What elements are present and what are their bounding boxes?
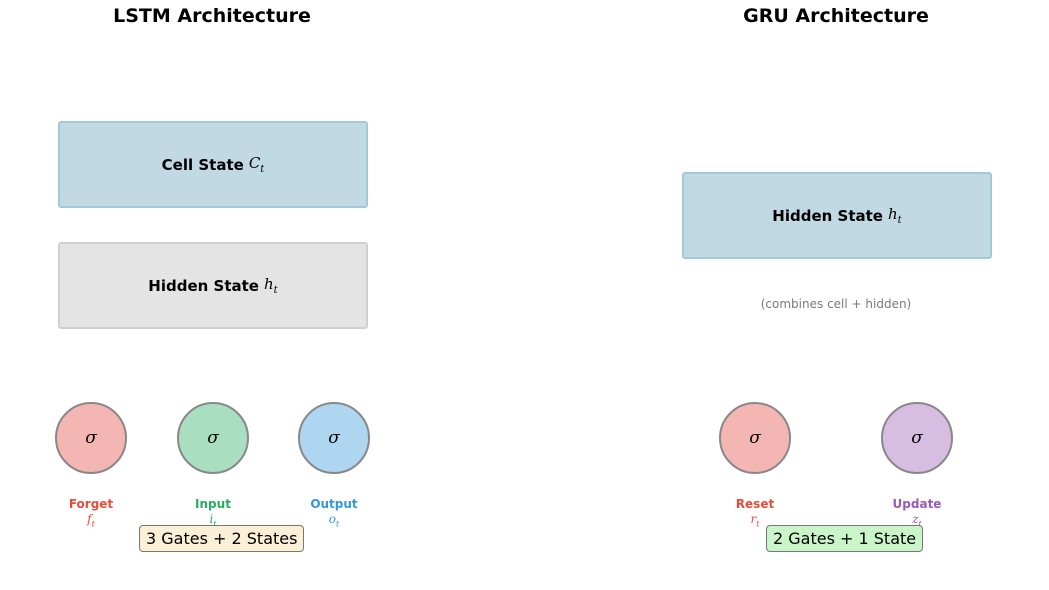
lstm-summary-badge: 3 Gates + 2 States xyxy=(139,525,305,552)
lstm-title: LSTM Architecture xyxy=(113,5,311,27)
reset-gate-symbol: rt xyxy=(750,512,760,529)
output-gate-symbol: ot xyxy=(328,512,340,529)
input-gate-symbol: it xyxy=(209,512,217,529)
sigma-symbol: σ xyxy=(911,428,923,448)
gru-combine-note: (combines cell + hidden) xyxy=(760,297,912,311)
sigma-symbol: σ xyxy=(749,428,761,448)
sigma-symbol: σ xyxy=(328,428,340,448)
input-gate-label: Input xyxy=(195,497,231,511)
forget-gate-label: Forget xyxy=(68,497,114,511)
reset-gate-label: Reset xyxy=(735,497,775,511)
sigma-symbol: σ xyxy=(85,428,97,448)
hidden-state-label: Hidden State xyxy=(772,206,883,225)
gru-summary-badge: 2 Gates + 1 State xyxy=(766,525,924,552)
hidden-state-symbol: ht xyxy=(263,275,278,296)
hidden-state-symbol: ht xyxy=(887,205,902,226)
input-gate: σ xyxy=(177,402,249,474)
cell-state-label: Cell State xyxy=(161,155,244,174)
update-gate: σ xyxy=(881,402,953,474)
sigma-symbol: σ xyxy=(207,428,219,448)
gru-hidden-state-box: Hidden State ht xyxy=(682,172,992,259)
lstm-hidden-state-box: Hidden State ht xyxy=(58,242,368,329)
lstm-cell-state-box: Cell State Ct xyxy=(58,121,368,208)
gru-title: GRU Architecture xyxy=(743,5,929,27)
update-gate-symbol: zt xyxy=(912,512,922,529)
reset-gate: σ xyxy=(719,402,791,474)
forget-gate-symbol: ft xyxy=(87,512,95,529)
output-gate: σ xyxy=(298,402,370,474)
cell-state-symbol: Ct xyxy=(248,154,265,175)
output-gate-label: Output xyxy=(310,497,358,511)
hidden-state-label: Hidden State xyxy=(148,276,259,295)
forget-gate: σ xyxy=(55,402,127,474)
update-gate-label: Update xyxy=(892,497,942,511)
